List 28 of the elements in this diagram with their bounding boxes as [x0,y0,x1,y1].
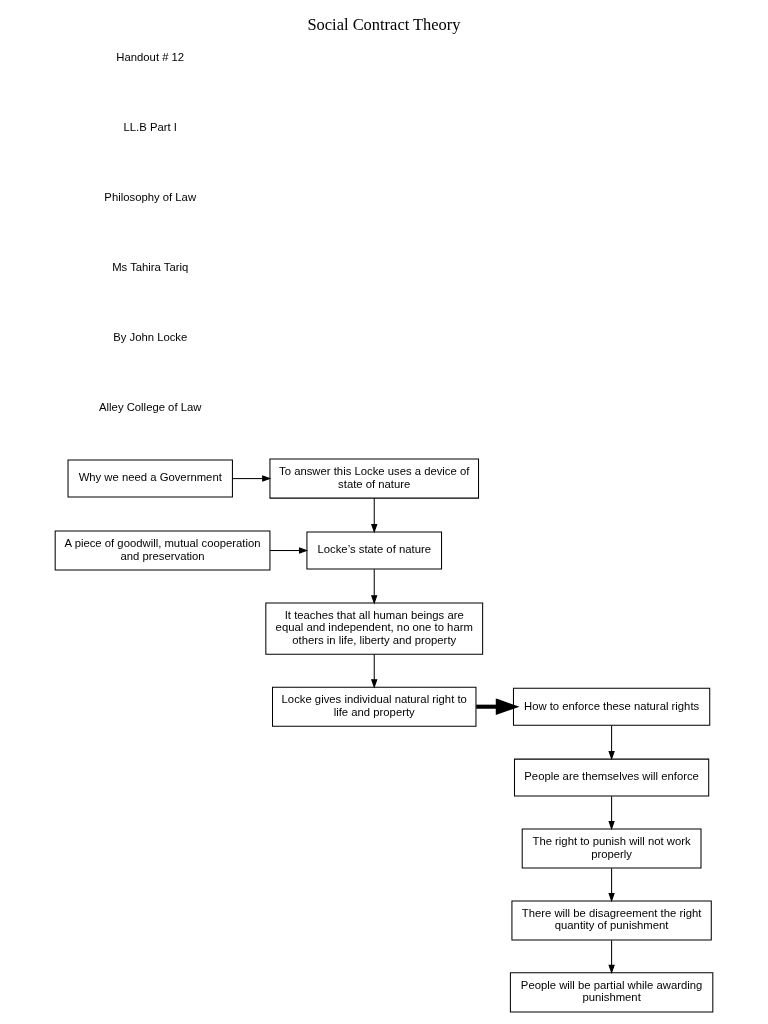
arrow [371,568,378,604]
label: Handout # 12 [116,50,185,63]
arrow [608,939,615,974]
node-box: People are themselves will enforce [514,758,710,797]
arrow [608,867,615,902]
arrow [371,653,378,689]
arrow [371,497,378,533]
arrow [231,474,272,482]
arrow [269,546,309,554]
node-box: The right to punish will not work properly [521,827,702,869]
label: Philosophy of Law [104,190,197,203]
label: Alley College of Law [99,400,202,413]
node-box: Locke’s state of nature [306,531,443,570]
node-box: Why we need a Government [67,459,233,498]
label: Ms Tahira Tariq [112,260,189,273]
node-box: How to enforce these natural rights [512,687,711,726]
diagram-title: Social Contract Theory [307,14,461,34]
node-box: To answer this Locke uses a device of state of nature [269,458,480,499]
node-box: Locke gives individual natural right to life and property [272,686,477,727]
arrow [608,724,615,760]
node-box: It teaches that all human beings are equal and independent, no one to harm others in life, liberty and property [265,601,484,655]
label: By John Locke [113,330,188,343]
node-box: People will be partial while awarding punishment [509,971,714,1012]
arrow [608,795,615,830]
node-box: There will be disagreement the right quantity of punishment [511,899,712,940]
node-box: A piece of goodwill, mutual cooperation and preservation [54,530,271,571]
arrow [476,697,520,715]
label: LL.B Part I [123,120,177,133]
